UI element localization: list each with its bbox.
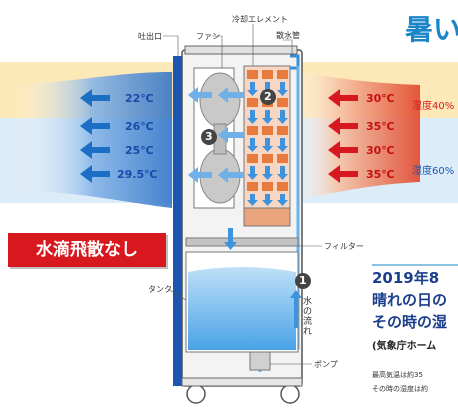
top-leaders [163, 24, 293, 68]
base [181, 377, 303, 387]
outlet-air-flow [15, 72, 172, 208]
outlet-label: 吐出口 [138, 32, 162, 41]
wheels [186, 384, 300, 404]
page-heading: 暑い [405, 13, 458, 46]
outlet-temp-2: 26℃ [125, 120, 154, 133]
fan-blade-top [199, 72, 241, 128]
outlet-temp-4: 29.5℃ [117, 168, 158, 181]
outlet-arrows [80, 89, 110, 183]
inlet-temp-3: 30℃ [366, 144, 395, 157]
small-line-2: その時の湿度は約 [372, 385, 428, 393]
water-flow-label: 水の流れ [303, 297, 313, 337]
inlet-temp-2: 35℃ [366, 120, 395, 133]
water-drop-arrows [247, 82, 288, 206]
inlet-temp-1: 30℃ [366, 92, 395, 105]
inlet-temp-4: 35℃ [366, 168, 395, 181]
outlet-temp-1: 22℃ [125, 92, 154, 105]
fan-label: ファン [196, 32, 220, 41]
outlet-temp-3: 25℃ [125, 144, 154, 157]
humidity-60: 湿度60% [412, 166, 455, 177]
text-line-3: その時の湿 [372, 313, 448, 331]
drip-arrow [224, 228, 237, 250]
text-line-2: 晴れの日の [372, 291, 448, 309]
water-flow-arrow [290, 290, 302, 328]
humidity-40: 湿度40% [412, 101, 455, 112]
water-pipe-label: 散水管 [276, 31, 300, 40]
tank-label: タンク [148, 285, 172, 294]
water-pipe [290, 54, 300, 70]
step-markers [201, 89, 311, 289]
step-3-number: 3 [205, 130, 213, 143]
tank-leader [167, 288, 187, 301]
inlet-arrows [328, 89, 358, 183]
filter [185, 237, 299, 247]
source-note: (気象庁ホーム [372, 341, 437, 352]
tank-water [188, 267, 296, 350]
inlet-air-flow [290, 72, 420, 200]
front-panel [173, 56, 182, 386]
pump-label: ポンプ [314, 360, 338, 369]
step-2-number: 2 [264, 90, 272, 103]
top-cap [184, 45, 298, 55]
step-1-number: 1 [299, 274, 307, 287]
cooling-element-label: 冷却エレメント [232, 15, 288, 24]
small-line-1: 最高気温は約35 [372, 371, 423, 379]
filter-label: フィルター [324, 242, 364, 251]
internal-air-arrows [188, 87, 244, 183]
text-line-1: 2019年8 [372, 269, 440, 287]
pump [249, 351, 271, 371]
no-splash-badge: 水滴飛散なし [8, 233, 166, 267]
